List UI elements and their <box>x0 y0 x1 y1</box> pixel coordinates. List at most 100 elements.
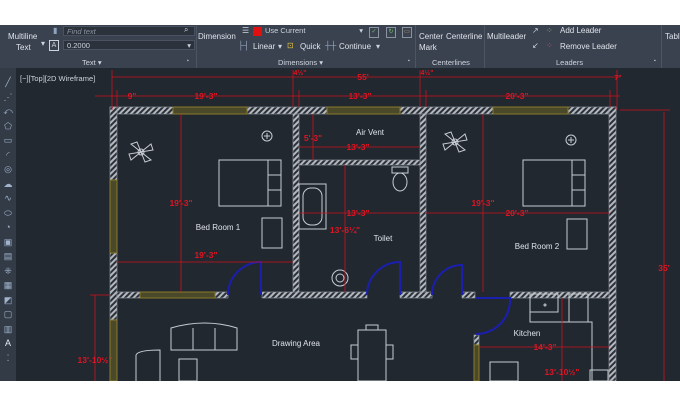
add-selected-icon[interactable]: ⁚ <box>6 352 10 363</box>
dim-label: 14'-3" <box>533 342 556 352</box>
circle-icon[interactable]: ◎ <box>4 164 12 174</box>
centerlines-panel-label: Centerlines <box>432 58 470 67</box>
dim-label: 19'-3" <box>169 198 192 208</box>
arc2-icon[interactable]: ◜ <box>6 149 10 160</box>
centerline-button[interactable]: Centerline <box>446 32 483 41</box>
quick-button[interactable]: Quick <box>300 42 321 51</box>
ellipse-arc-icon[interactable]: ◔ <box>5 222 11 232</box>
label: Mark <box>419 43 437 52</box>
polygon-icon[interactable]: ⬠ <box>4 120 12 131</box>
ceiling-fan-icon <box>442 131 468 153</box>
dim-update-icon[interactable]: ↻ <box>386 27 396 38</box>
dimension-button[interactable]: Dimension <box>198 32 236 41</box>
value: 0.2000 <box>67 41 90 50</box>
placeholder: Find text <box>67 27 96 36</box>
text-height-input[interactable]: 0.2000▾ <box>63 40 195 50</box>
dim-label: 13'-3" <box>346 142 369 152</box>
point-icon[interactable]: ⁜ <box>4 265 12 276</box>
rectangle-icon[interactable]: ▭ <box>3 135 13 145</box>
dim-label: 20'-3" <box>505 208 528 218</box>
panel-expand-icon[interactable]: ▪ <box>187 58 189 64</box>
room-label-air-vent: Air Vent <box>356 128 385 137</box>
label: Multiline <box>8 32 38 41</box>
center-mark-button[interactable]: Center Mark <box>419 32 443 52</box>
panel-expand-icon[interactable]: ▪ <box>654 58 656 64</box>
viewport-controls[interactable]: [−][Top][2D Wireframe] <box>20 74 96 83</box>
leaders-panel-label: Leaders <box>556 58 584 67</box>
floor-plan[interactable]: 55' 4½" 4½" 7" 9" 19'-3" 13'-3" 20'-3" 5… <box>0 68 680 381</box>
label: Center <box>419 32 444 41</box>
room-label-drawing-area: Drawing Area <box>272 339 321 348</box>
find-text-input[interactable]: Find text <box>63 26 195 36</box>
dropdown-arrow-icon[interactable]: ▾ <box>278 42 283 51</box>
text-icon[interactable]: A <box>4 338 11 348</box>
dim-label: 19'-3" <box>194 91 217 101</box>
dim-label: 4½" <box>420 69 433 77</box>
value: Use Current <box>265 26 306 35</box>
dimensions-panel-label[interactable]: Dimensions ▾ <box>278 58 324 67</box>
table-button[interactable]: Table <box>665 32 680 41</box>
linear-icon: ├┤ <box>238 41 250 50</box>
furniture <box>128 130 609 381</box>
dim-label: 7" <box>614 75 621 82</box>
arc-icon[interactable]: ⤺ <box>3 106 13 116</box>
revcloud-icon[interactable]: ☁ <box>3 178 13 189</box>
layer-color-swatch <box>253 27 262 36</box>
dropdown-arrow-icon[interactable]: ▾ <box>376 42 381 51</box>
panel-expand-icon[interactable]: ▪ <box>408 58 410 64</box>
ellipse-icon[interactable]: ⬭ <box>4 207 12 218</box>
room-labels: Air Vent Bed Room 1 Toilet Bed Room 2 Dr… <box>196 128 560 348</box>
room-label-bed-room-1: Bed Room 1 <box>196 223 241 232</box>
dim-label: 13'-3" <box>348 91 371 101</box>
dim-label: 20'-3" <box>505 91 528 101</box>
hatch-icon[interactable]: ▦ <box>3 280 13 290</box>
text-panel-label[interactable]: Text ▾ <box>82 58 102 67</box>
dim-label: 13'-3" <box>346 208 369 218</box>
polyline-icon[interactable]: ⋰ <box>3 91 13 102</box>
leader-style-icon[interactable]: ↗ <box>532 26 539 35</box>
spline-icon[interactable]: ∿ <box>4 193 12 203</box>
room-label-kitchen: Kitchen <box>514 329 541 338</box>
dim-label: 9" <box>128 91 137 101</box>
room-label-toilet: Toilet <box>374 234 393 243</box>
continue-icon: ┼┼ <box>325 41 337 50</box>
ribbon: Multiline Text ▾ ▮ Find text ⌕ A 0.2000▾… <box>0 25 680 68</box>
windows <box>109 106 569 381</box>
remove-leader-button[interactable]: Remove Leader <box>560 42 617 51</box>
drawing-viewport[interactable]: 55' 4½" 4½" 7" 9" 19'-3" 13'-3" 20'-3" 5… <box>0 68 680 381</box>
dim-label: 5'-3" <box>304 133 322 143</box>
dim-label: 35' <box>658 263 669 273</box>
ceiling-fan-icon <box>128 141 154 163</box>
dim-label: 13'-10½" <box>78 355 113 365</box>
leader-align-icon[interactable]: ↙ <box>532 41 539 50</box>
dim-override-icon[interactable]: ▭ <box>402 27 412 38</box>
remove-leader-icon: ⁘ <box>546 41 553 50</box>
draw-toolbar: ╱ ⋰ ⤺ ⬠ ▭ ◜ ◎ ☁ ∿ ⬭ ◔ ▣ ▤ ⁜ ▦ ◩ ▢ ▥ A ⁚ <box>0 68 16 381</box>
dropdown-arrow-icon[interactable]: ▾ <box>41 39 46 48</box>
line-icon[interactable]: ╱ <box>5 77 11 87</box>
dim-overall: 55' <box>357 72 368 82</box>
dim-label: 4½" <box>293 69 306 77</box>
room-label-bed-room-2: Bed Room 2 <box>515 242 560 251</box>
region-icon[interactable]: ▢ <box>3 309 13 319</box>
dim-check-icon[interactable]: ✓ <box>369 27 379 38</box>
gradient-icon[interactable]: ◩ <box>3 294 13 305</box>
make-block-icon[interactable]: ▤ <box>3 251 13 261</box>
insert-block-icon[interactable]: ▣ <box>3 236 13 247</box>
linear-button[interactable]: Linear <box>253 42 276 51</box>
add-leader-button[interactable]: Add Leader <box>560 26 602 35</box>
table-icon[interactable]: ▥ <box>3 323 13 334</box>
find-icon: ▮ <box>53 26 58 35</box>
add-leader-icon: ⁘ <box>546 26 553 35</box>
layer-dropdown[interactable]: Use Current▾ <box>262 26 365 36</box>
multiline-text-button[interactable]: Multiline Text <box>8 32 37 52</box>
dim-label: 19'-3" <box>471 198 494 208</box>
dim-label: 19'-3" <box>194 250 217 260</box>
quick-dim-icon: ⊡ <box>287 41 294 50</box>
multileader-button[interactable]: Multileader <box>487 32 527 41</box>
search-icon[interactable]: ⌕ <box>184 25 189 34</box>
dim-label: 13'-10½" <box>545 367 580 377</box>
dim-label: 13'-6¼" <box>330 225 360 235</box>
text-style-icon: A <box>49 40 59 51</box>
continue-button[interactable]: Continue <box>339 42 372 51</box>
